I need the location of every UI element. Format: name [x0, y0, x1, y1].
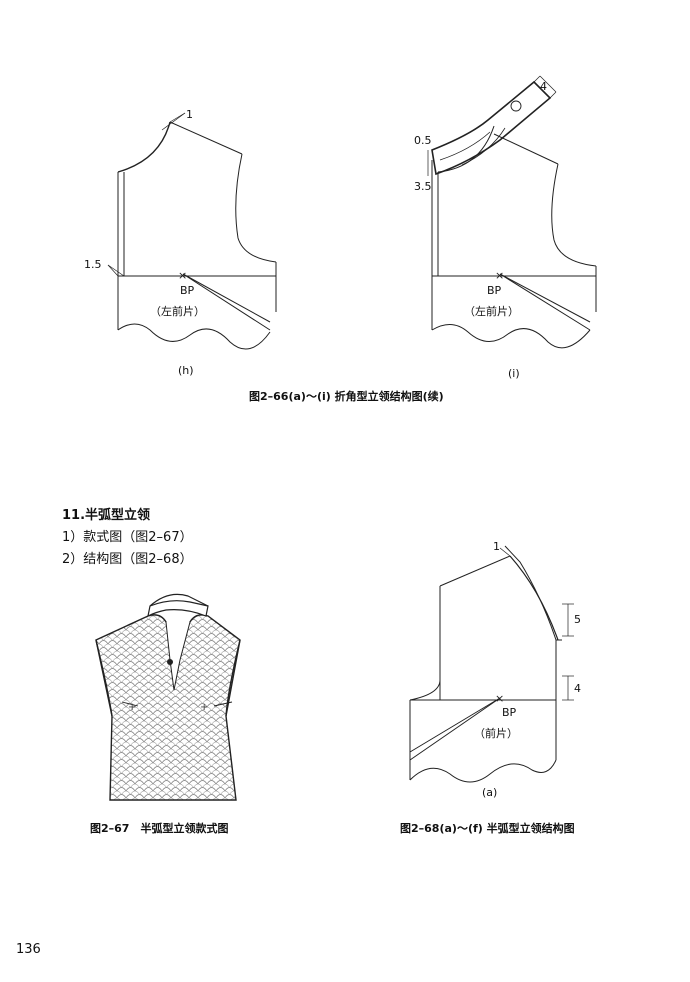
piece-label-h: （左前片） — [150, 305, 205, 318]
dim-label-1-h: 1 — [186, 108, 193, 121]
svg-text:+: + — [200, 702, 208, 713]
piece-label-i: （左前片） — [464, 305, 519, 318]
bp-cross-i: × — [495, 269, 504, 282]
bp-cross-268a: × — [495, 692, 504, 705]
piece-label-268: （前片） — [474, 727, 518, 740]
pattern-draft-h — [107, 112, 277, 350]
dim-label-1-268: 1 — [493, 540, 500, 553]
sublabel-h: (h) — [178, 364, 194, 377]
dim-label-5-268: 5 — [574, 613, 581, 626]
dim-label-0-5-i: 0.5 — [414, 134, 432, 147]
svg-text:+: + — [128, 702, 136, 713]
pattern-draft-268a — [409, 545, 574, 783]
bp-label-i: BP — [487, 284, 502, 297]
bp-label-h: BP — [180, 284, 195, 297]
sublabel-268: (a) — [482, 786, 498, 799]
dim-label-1-5-h: 1.5 — [84, 258, 102, 271]
dim-label-4-i: 4 — [540, 80, 547, 93]
figure-caption-2-67: 图2–67 半弧型立领款式图 — [90, 822, 229, 835]
list-item-style-drawing: 1）款式图（图2–67） — [62, 530, 193, 545]
figure-caption-2-66: 图2–66(a)～(i) 折角型立领结构图(续) — [249, 390, 444, 403]
sublabel-i: (i) — [508, 367, 520, 380]
page-number: 136 — [16, 942, 41, 957]
bp-cross-h: × — [178, 269, 187, 282]
bp-label-268: BP — [502, 706, 517, 719]
pattern-draft-i — [427, 75, 597, 349]
dim-label-3-5-i: 3.5 — [414, 180, 432, 193]
garment-sketch: + + — [95, 593, 241, 801]
figure-caption-2-68: 图2–68(a)～(f) 半弧型立领结构图 — [400, 822, 575, 835]
dim-label-4-268: 4 — [574, 682, 581, 695]
section-title: 11.半弧型立领 — [62, 508, 151, 523]
list-item-structure-drawing: 2）结构图（图2–68） — [62, 552, 193, 567]
